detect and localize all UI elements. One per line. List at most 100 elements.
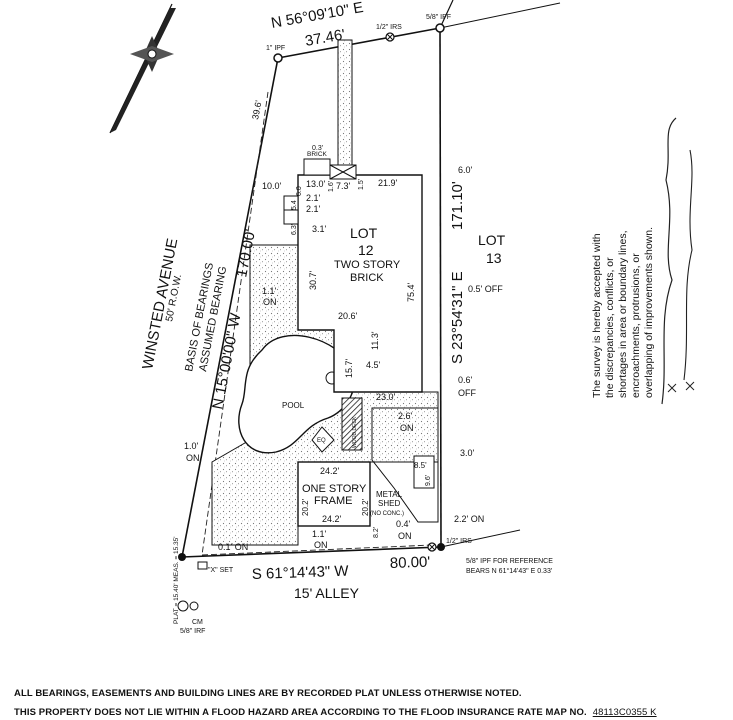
- lot13-number: 13: [486, 250, 502, 266]
- dim-label: 0.4': [396, 519, 411, 529]
- dim-label: 6.0: [296, 186, 303, 196]
- acceptance-line: encroachments, protrusions, or: [630, 253, 642, 398]
- lot12-number: 12: [358, 242, 374, 258]
- brick-label: BRICK: [307, 151, 328, 158]
- note-flood-text: THIS PROPERTY DOES NOT LIE WITHIN A FLOO…: [14, 707, 587, 718]
- dimension-labels: 39.6' 0.3' 10.0' 13.0' 6.0 7.3' 1.5' 1.6…: [184, 99, 503, 552]
- dim-label: 1.0': [184, 441, 199, 451]
- boundary-extension: [439, 0, 454, 29]
- dim-label: ON: [398, 531, 412, 541]
- acceptance-line: shortages in area or boundary lines,: [617, 230, 629, 398]
- north-distance-label: 37.46': [304, 26, 347, 50]
- wood-deck-label: WOOD DECK: [352, 416, 358, 448]
- dim-label: 2.6': [398, 411, 413, 421]
- dim-label: OFF: [458, 388, 476, 398]
- bay-window: [283, 209, 299, 225]
- dim-label: 3.1': [312, 224, 327, 234]
- dim-label: 10.0': [262, 181, 282, 191]
- sign-x-icon: [667, 383, 677, 393]
- east-distance-label: 171.10': [449, 181, 466, 230]
- dim-label: 75.4': [406, 282, 416, 302]
- monument-markers: [177, 23, 445, 612]
- dim-label: 20.2': [301, 498, 310, 516]
- house-type: TWO STORY: [334, 259, 401, 271]
- flood-map-number: 48113C0355 K: [592, 707, 657, 718]
- sign-x-icon: [685, 381, 695, 391]
- dim-label: 1.5': [358, 179, 365, 190]
- acceptance-line: The survey is hereby accepted with: [591, 233, 603, 398]
- equipment-label: EQ: [317, 438, 326, 444]
- house-material: BRICK: [350, 272, 384, 284]
- dim-label: 2.1': [306, 193, 321, 203]
- dim-label: 0.6': [458, 375, 473, 385]
- dim-label: ON: [400, 423, 414, 433]
- lot13-label: LOT: [478, 232, 506, 248]
- dim-label: 23.0': [376, 392, 396, 402]
- dim-label: 39.6': [250, 99, 264, 120]
- pool-label: POOL: [282, 401, 305, 410]
- wood-deck: [341, 397, 363, 451]
- ipf-58-label: 5/8" IPF: [426, 14, 451, 21]
- dim-label: 0.5' OFF: [468, 284, 503, 294]
- dim-label: 2.2' ON: [454, 514, 484, 524]
- acceptance-statement: The survey is hereby accepted with the d…: [591, 227, 655, 398]
- signature-2: [683, 149, 693, 381]
- south-bearing-label: S 61°14'43" W: [252, 563, 350, 583]
- shed-area: [371, 407, 439, 523]
- irs-label: 1/2" IRS: [376, 24, 402, 31]
- boundary-extension-east: [439, 2, 561, 29]
- reference-line2: BEARS N 61°14'43" E 0.33': [466, 567, 552, 575]
- acceptance-line: overlapping of improvements shown.: [643, 227, 655, 398]
- lot12-label: LOT: [350, 225, 378, 241]
- dim-label: 4.5': [366, 360, 381, 370]
- dim-label: 24.2': [322, 514, 342, 524]
- signature-1: [661, 117, 677, 405]
- boundary-extension-south: [440, 529, 521, 548]
- acceptance-line: the discrepancies, conflicts, or: [604, 257, 616, 398]
- east-bearing-label: S 23°54'31" E: [449, 271, 466, 364]
- ipf-1-label: 1" IPF: [266, 45, 285, 52]
- x-set-label: "X" SET: [208, 567, 234, 574]
- dim-label: ON: [314, 540, 328, 550]
- shed-label2: SHED: [378, 499, 400, 508]
- dim-label: 6.3': [291, 224, 298, 235]
- north-arrow-icon: [109, 3, 176, 134]
- dim-label: 1.6': [328, 181, 335, 192]
- irf-label: 5/8" IRF: [180, 628, 205, 635]
- frame-label2: FRAME: [314, 495, 353, 507]
- dim-label: 9.6': [425, 475, 432, 486]
- frame-label1: ONE STORY: [302, 483, 367, 495]
- brick-stoop: [303, 158, 331, 176]
- metal-shed: [413, 455, 435, 489]
- cm-label: CM: [192, 619, 203, 626]
- dim-label: ON: [263, 297, 277, 307]
- dim-label: 2.1': [306, 204, 321, 214]
- south-distance-label: 80.00': [390, 554, 431, 572]
- dim-label: 8.2': [373, 527, 380, 538]
- dim-label: 30.7': [308, 270, 318, 290]
- dim-label: 7.3': [336, 181, 351, 191]
- dim-label: 0.1' ON: [218, 542, 248, 552]
- dim-label: 8.5': [414, 461, 427, 470]
- note-flood: THIS PROPERTY DOES NOT LIE WITHIN A FLOO…: [14, 707, 657, 718]
- dim-label: 11.3': [370, 331, 380, 350]
- plat-meas-label: PLAT = 15.40' MEAS. = 15.35': [173, 536, 180, 624]
- dim-label: 0.3': [312, 145, 323, 152]
- dim-label: 21.9': [378, 178, 398, 188]
- reference-line1: 5/8" IPF FOR REFERENCE: [466, 558, 553, 565]
- dim-label: 20.6': [338, 311, 358, 321]
- alley-label: 15' ALLEY: [294, 585, 360, 601]
- dim-label: 6.0': [458, 165, 473, 175]
- garage-outline: [297, 461, 371, 527]
- north-bearing-label: N 56°09'10" E: [270, 0, 365, 32]
- dim-label: 1.1': [312, 529, 327, 539]
- dim-label: 13.0': [306, 179, 326, 189]
- dim-label: 15.7': [344, 358, 354, 378]
- dim-label: 3.0': [460, 448, 475, 458]
- irs-se-label: 1/2" IRS: [446, 538, 472, 545]
- note-recorded-plat: ALL BEARINGS, EASEMENTS AND BUILDING LIN…: [14, 688, 522, 699]
- dim-label: 5.4: [291, 200, 298, 210]
- shed-label1: METAL: [376, 490, 403, 499]
- equipment-pad: [311, 426, 335, 453]
